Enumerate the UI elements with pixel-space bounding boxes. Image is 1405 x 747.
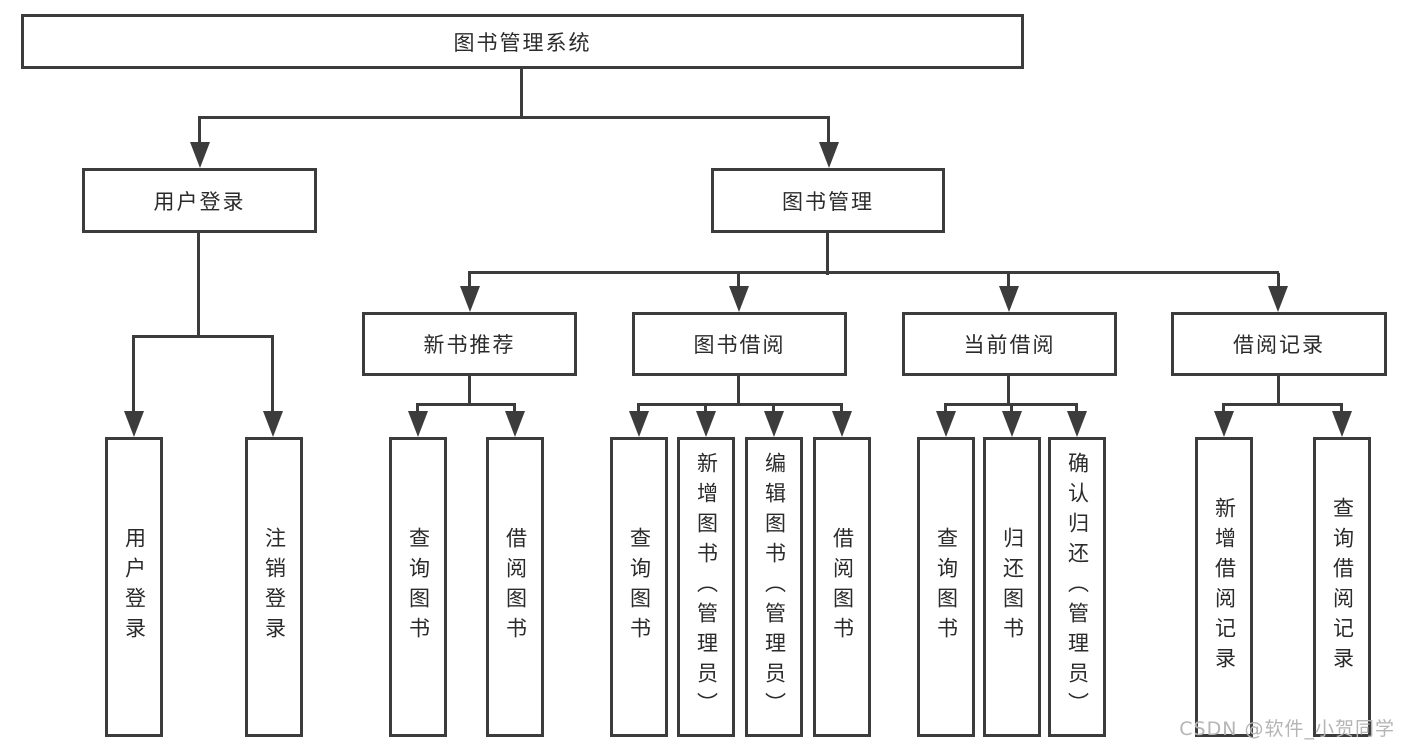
node-book-borrow: 图书借阅	[632, 312, 847, 376]
arrow-down-icon	[460, 286, 480, 312]
arrow-down-icon	[1268, 286, 1288, 312]
leaf-logout-label: 注销登录	[262, 527, 287, 647]
node-book-borrow-label: 图书借阅	[693, 333, 786, 357]
leaf-logout: 注销登录	[245, 437, 303, 737]
arrow-down-icon	[190, 142, 210, 168]
connector-split-current-borrow	[944, 403, 1078, 406]
leaf-add-book-admin: 新增图书（管理员）	[677, 437, 735, 737]
connector-trunk-user-login	[197, 233, 200, 337]
connector-branch	[1007, 273, 1010, 289]
arrow-down-icon	[505, 411, 525, 437]
connector-branch	[416, 405, 419, 414]
connector-trunk-root	[520, 68, 523, 118]
node-book-management-label: 图书管理	[782, 189, 874, 214]
node-user-login-label: 用户登录	[153, 189, 246, 214]
node-book-management: 图书管理	[711, 168, 945, 233]
connector-branch	[1222, 405, 1225, 414]
leaf-confirm-return-admin-label: 确认归还（管理员）	[1065, 452, 1090, 722]
connector-branch	[198, 118, 201, 145]
node-current-borrow: 当前借阅	[902, 312, 1117, 376]
leaf-query-borrow-record: 查询借阅记录	[1313, 437, 1371, 737]
leaf-return-book-label: 归还图书	[1000, 527, 1025, 647]
leaf-query-book-current: 查询图书	[917, 437, 975, 737]
leaf-add-borrow-record-label: 新增借阅记录	[1212, 497, 1237, 677]
arrow-down-icon	[832, 411, 852, 437]
connector-branch	[827, 118, 830, 145]
leaf-add-book-admin-label: 新增图书（管理员）	[694, 452, 719, 722]
connector-branch	[271, 337, 274, 413]
arrow-down-icon	[124, 411, 144, 437]
node-borrow-records-label: 借阅记录	[1233, 333, 1325, 357]
arrow-down-icon	[999, 286, 1019, 312]
leaf-query-book-current-label: 查询图书	[934, 527, 959, 647]
connector-branch	[1340, 405, 1343, 414]
leaf-user-login: 用户登录	[105, 437, 163, 737]
node-user-login: 用户登录	[82, 168, 317, 233]
arrow-down-icon	[1214, 411, 1234, 437]
connector-branch	[132, 337, 135, 413]
connector-trunk-current-borrow	[1007, 376, 1010, 406]
connector-branch	[1075, 405, 1078, 414]
connector-branch	[944, 405, 947, 414]
connector-branch	[513, 405, 516, 414]
connector-branch	[704, 405, 707, 414]
connector-split-book-management	[468, 271, 1279, 274]
arrow-down-icon	[408, 411, 428, 437]
arrow-down-icon	[936, 411, 956, 437]
arrow-down-icon	[1332, 411, 1352, 437]
arrow-down-icon	[819, 142, 839, 168]
connector-branch	[737, 273, 740, 289]
leaf-borrow-book-recommend-label: 借阅图书	[503, 527, 528, 647]
node-library-system: 图书管理系统	[21, 14, 1024, 69]
connector-branch	[772, 405, 775, 414]
watermark: CSDN @软件_小贺同学	[1179, 718, 1395, 740]
arrow-down-icon	[263, 411, 283, 437]
leaf-query-book-borrow-label: 查询图书	[627, 527, 652, 647]
connector-split-book-borrow	[637, 403, 843, 406]
leaf-edit-book-admin-label: 编辑图书（管理员）	[762, 452, 787, 722]
arrow-down-icon	[696, 411, 716, 437]
leaf-borrow-book-label: 借阅图书	[830, 527, 855, 647]
connector-split-user-login	[132, 335, 274, 338]
arrow-down-icon	[764, 411, 784, 437]
connector-branch	[1277, 273, 1280, 289]
leaf-confirm-return-admin: 确认归还（管理员）	[1048, 437, 1106, 737]
leaf-return-book: 归还图书	[983, 437, 1041, 737]
leaf-user-login-label: 用户登录	[122, 527, 147, 647]
connector-split-root	[198, 116, 830, 119]
leaf-query-book-recommend-label: 查询图书	[406, 527, 431, 647]
connector-trunk-new-book-recommend	[468, 376, 471, 406]
connector-branch	[468, 273, 471, 289]
arrow-down-icon	[1002, 411, 1022, 437]
arrow-down-icon	[729, 286, 749, 312]
leaf-query-book-recommend: 查询图书	[389, 437, 447, 737]
node-new-book-recommend-label: 新书推荐	[423, 333, 516, 357]
node-borrow-records: 借阅记录	[1171, 312, 1387, 376]
connector-split-borrow-records	[1222, 403, 1343, 406]
connector-branch	[637, 405, 640, 414]
connector-trunk-book-borrow	[737, 376, 740, 406]
connector-trunk-book-management	[826, 233, 829, 275]
connector-branch	[840, 405, 843, 414]
leaf-edit-book-admin: 编辑图书（管理员）	[745, 437, 803, 737]
leaf-add-borrow-record: 新增借阅记录	[1195, 437, 1253, 737]
node-new-book-recommend: 新书推荐	[362, 312, 577, 376]
leaf-borrow-book-recommend: 借阅图书	[486, 437, 544, 737]
node-library-system-label: 图书管理系统	[453, 30, 592, 55]
connector-split-new-book-recommend	[416, 403, 516, 406]
arrow-down-icon	[629, 411, 649, 437]
node-current-borrow-label: 当前借阅	[963, 333, 1056, 357]
arrow-down-icon	[1067, 411, 1087, 437]
connector-branch	[1010, 405, 1013, 414]
connector-trunk-borrow-records	[1277, 376, 1280, 406]
leaf-borrow-book: 借阅图书	[813, 437, 871, 737]
leaf-query-book-borrow: 查询图书	[610, 437, 668, 737]
leaf-query-borrow-record-label: 查询借阅记录	[1330, 497, 1355, 677]
